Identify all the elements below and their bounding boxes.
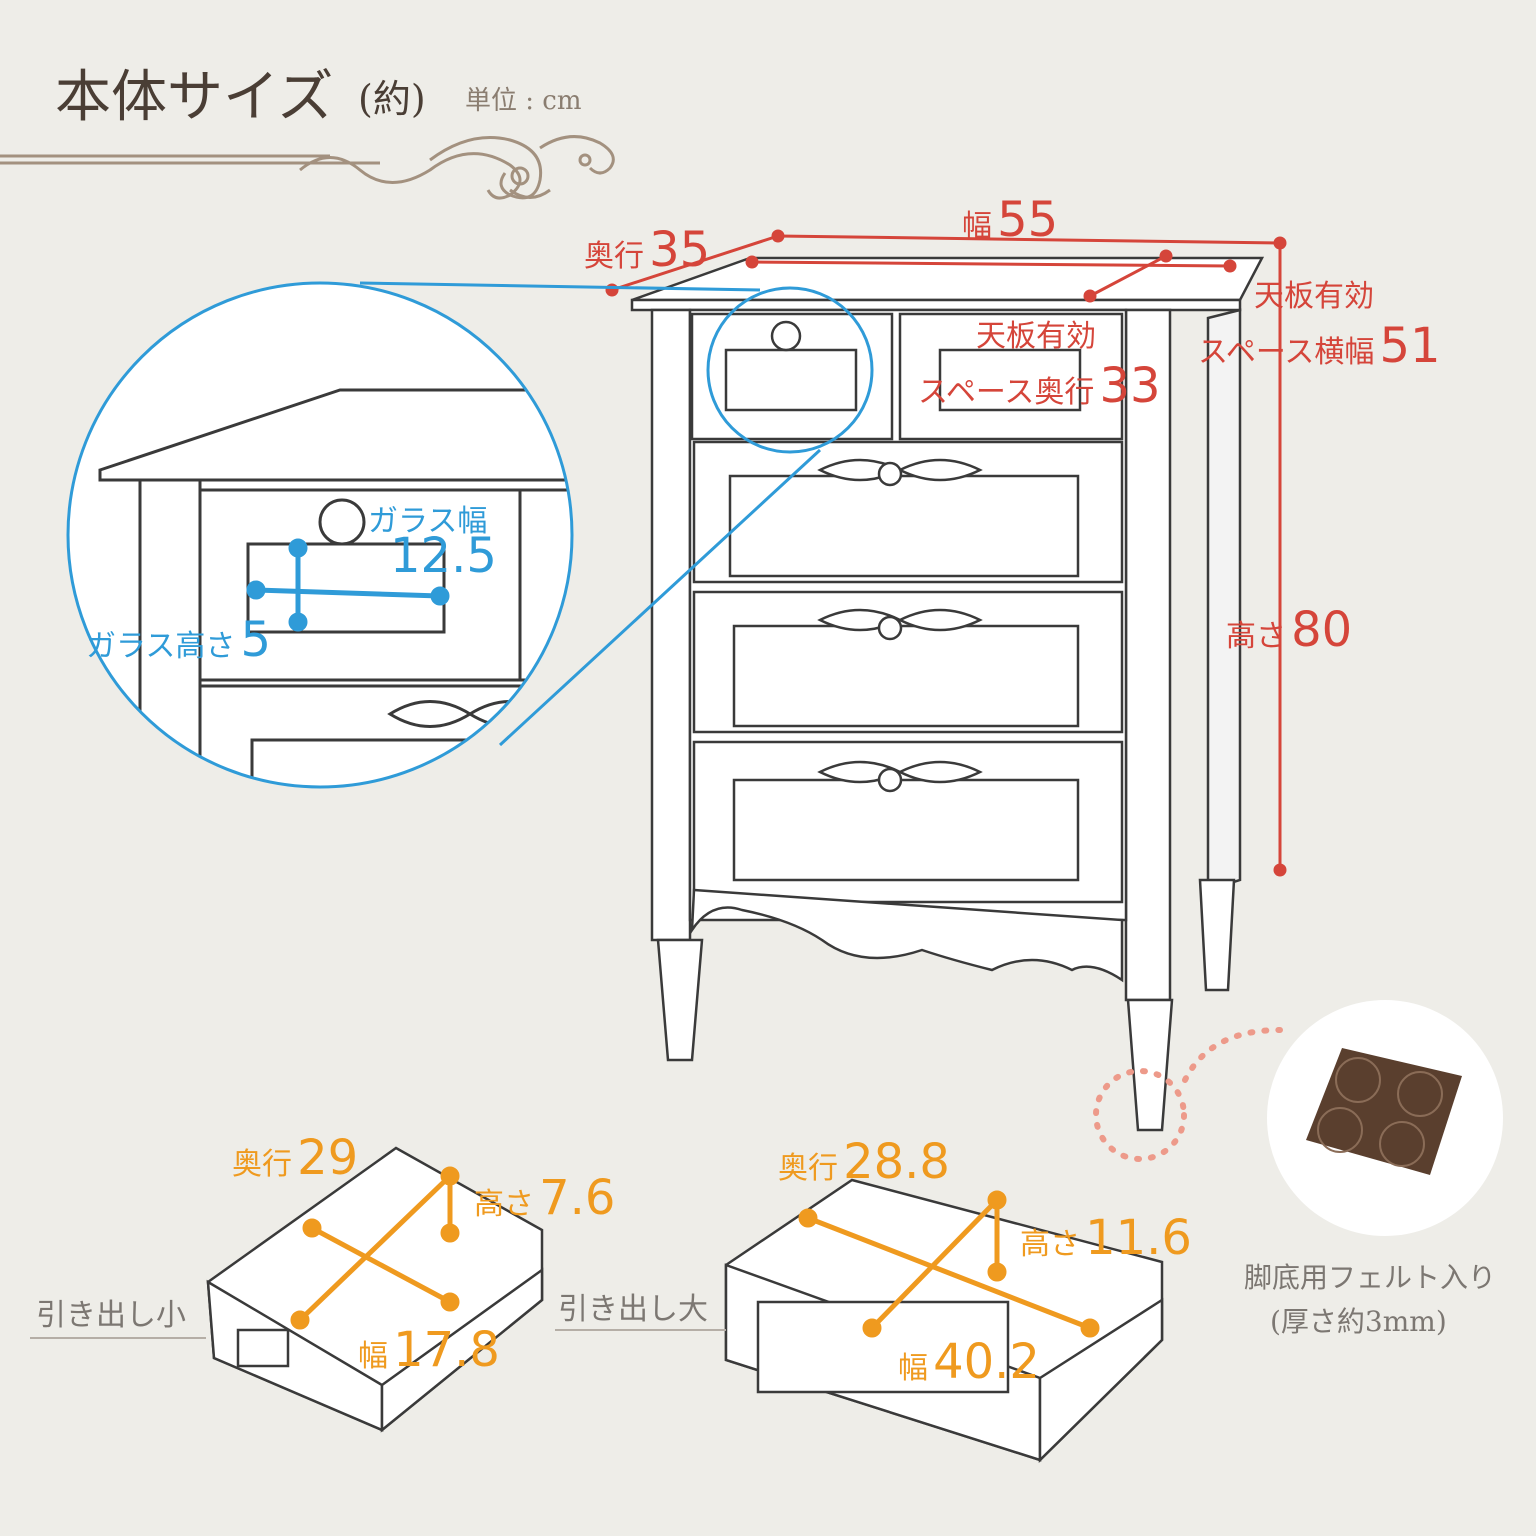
- felt-callout: [1093, 1000, 1503, 1236]
- title-note: (約): [358, 77, 426, 121]
- large-drawer-height: 高さ 11.6: [1020, 1210, 1192, 1266]
- top-usable-depth-dimension: 天板有効 スペース奥行 33: [918, 319, 1161, 414]
- drawer-large-illustration: [724, 1178, 1164, 1463]
- felt-note-line2: (厚さ約3mm): [1270, 1305, 1447, 1338]
- ornament-divider: [0, 135, 615, 200]
- top-usable-width-dimension: 天板有効 スペース横幅 51: [1198, 279, 1441, 374]
- large-drawer-width: 幅 40.2: [898, 1334, 1040, 1390]
- large-drawer-name: 引き出し大: [558, 1292, 708, 1327]
- large-drawer-depth: 奥行 28.8: [778, 1134, 950, 1190]
- glass-width-value: 12.5: [390, 528, 497, 584]
- felt-note-line1: 脚底用フェルト入り: [1244, 1261, 1497, 1294]
- body-dimension-lines: [605, 229, 1287, 877]
- unit-label: 単位 : cm: [465, 86, 582, 116]
- small-drawer-width: 幅 17.8: [358, 1322, 500, 1378]
- small-drawer-name: 引き出し小: [36, 1298, 186, 1333]
- chest-body: [630, 256, 1265, 1132]
- drawer-small-illustration: [206, 1146, 544, 1433]
- body-width-dimension: 幅 55: [962, 192, 1059, 248]
- body-height-dimension: 高さ 80: [1226, 602, 1353, 658]
- drawer-dimension-lines: [290, 1166, 1100, 1338]
- small-drawer-depth: 奥行 29: [232, 1130, 359, 1186]
- small-drawer-height: 高さ 7.6: [474, 1170, 616, 1226]
- page-title: 本体サイズ: [55, 65, 334, 130]
- glass-width-label: ガラス幅: [368, 504, 488, 539]
- body-depth-dimension: 奥行 35: [584, 222, 711, 278]
- glass-height-dimension: ガラス高さ 5: [86, 612, 272, 668]
